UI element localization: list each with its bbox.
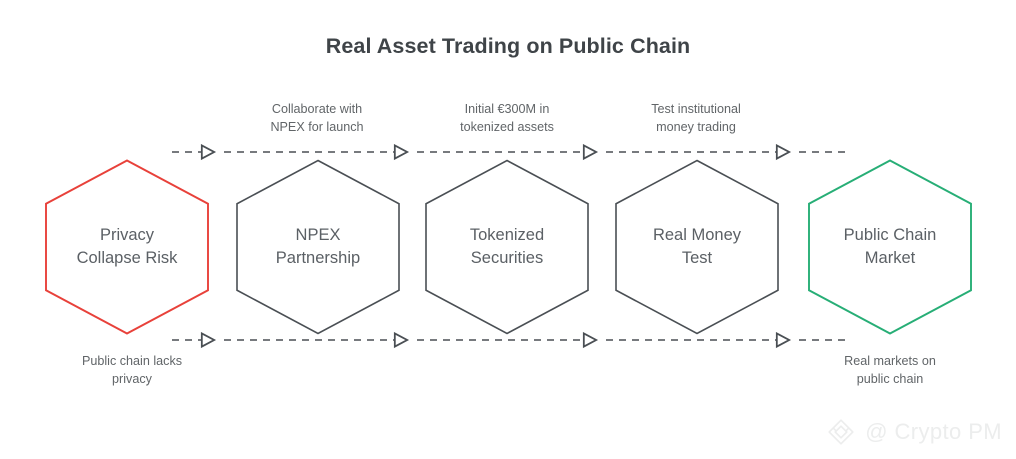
end-note-line2: privacy <box>112 371 152 386</box>
node-hexagon-npex-partnership[interactable] <box>236 159 400 335</box>
edge-label-line2: tokenized assets <box>460 119 554 134</box>
edge-label-line1: Collaborate with <box>271 102 363 116</box>
edge-label-initial-300m-tokenized: Initial €300M in tokenized assets <box>412 101 602 136</box>
page-title: Real Asset Trading on Public Chain <box>325 34 691 58</box>
edge-label-test-institutional-money: Test institutional money trading <box>601 101 791 136</box>
end-note-line1: Real markets on <box>844 354 936 368</box>
edge-label-line1: Initial €300M in <box>464 102 550 116</box>
edge-label-line2: NPEX for launch <box>270 119 364 134</box>
node-hexagon-public-chain-market[interactable] <box>808 159 972 335</box>
end-note-line2: public chain <box>856 371 924 386</box>
node-hexagon-tokenized-securities[interactable] <box>425 159 589 335</box>
node-hexagon-privacy-collapse-risk[interactable] <box>45 159 209 335</box>
edge-label-line2: money trading <box>656 119 736 134</box>
end-note-line1: Public chain lacks <box>81 354 183 368</box>
end-note-real-markets-on-public-chain: Real markets on public chain <box>795 353 985 388</box>
edge-label-collaborate-with-npex: Collaborate with NPEX for launch <box>222 101 412 136</box>
node-hexagon-real-money-test[interactable] <box>615 159 779 335</box>
end-note-public-chain-lacks-privacy: Public chain lacks privacy <box>37 353 227 388</box>
edge-label-line1: Test institutional <box>651 102 741 116</box>
